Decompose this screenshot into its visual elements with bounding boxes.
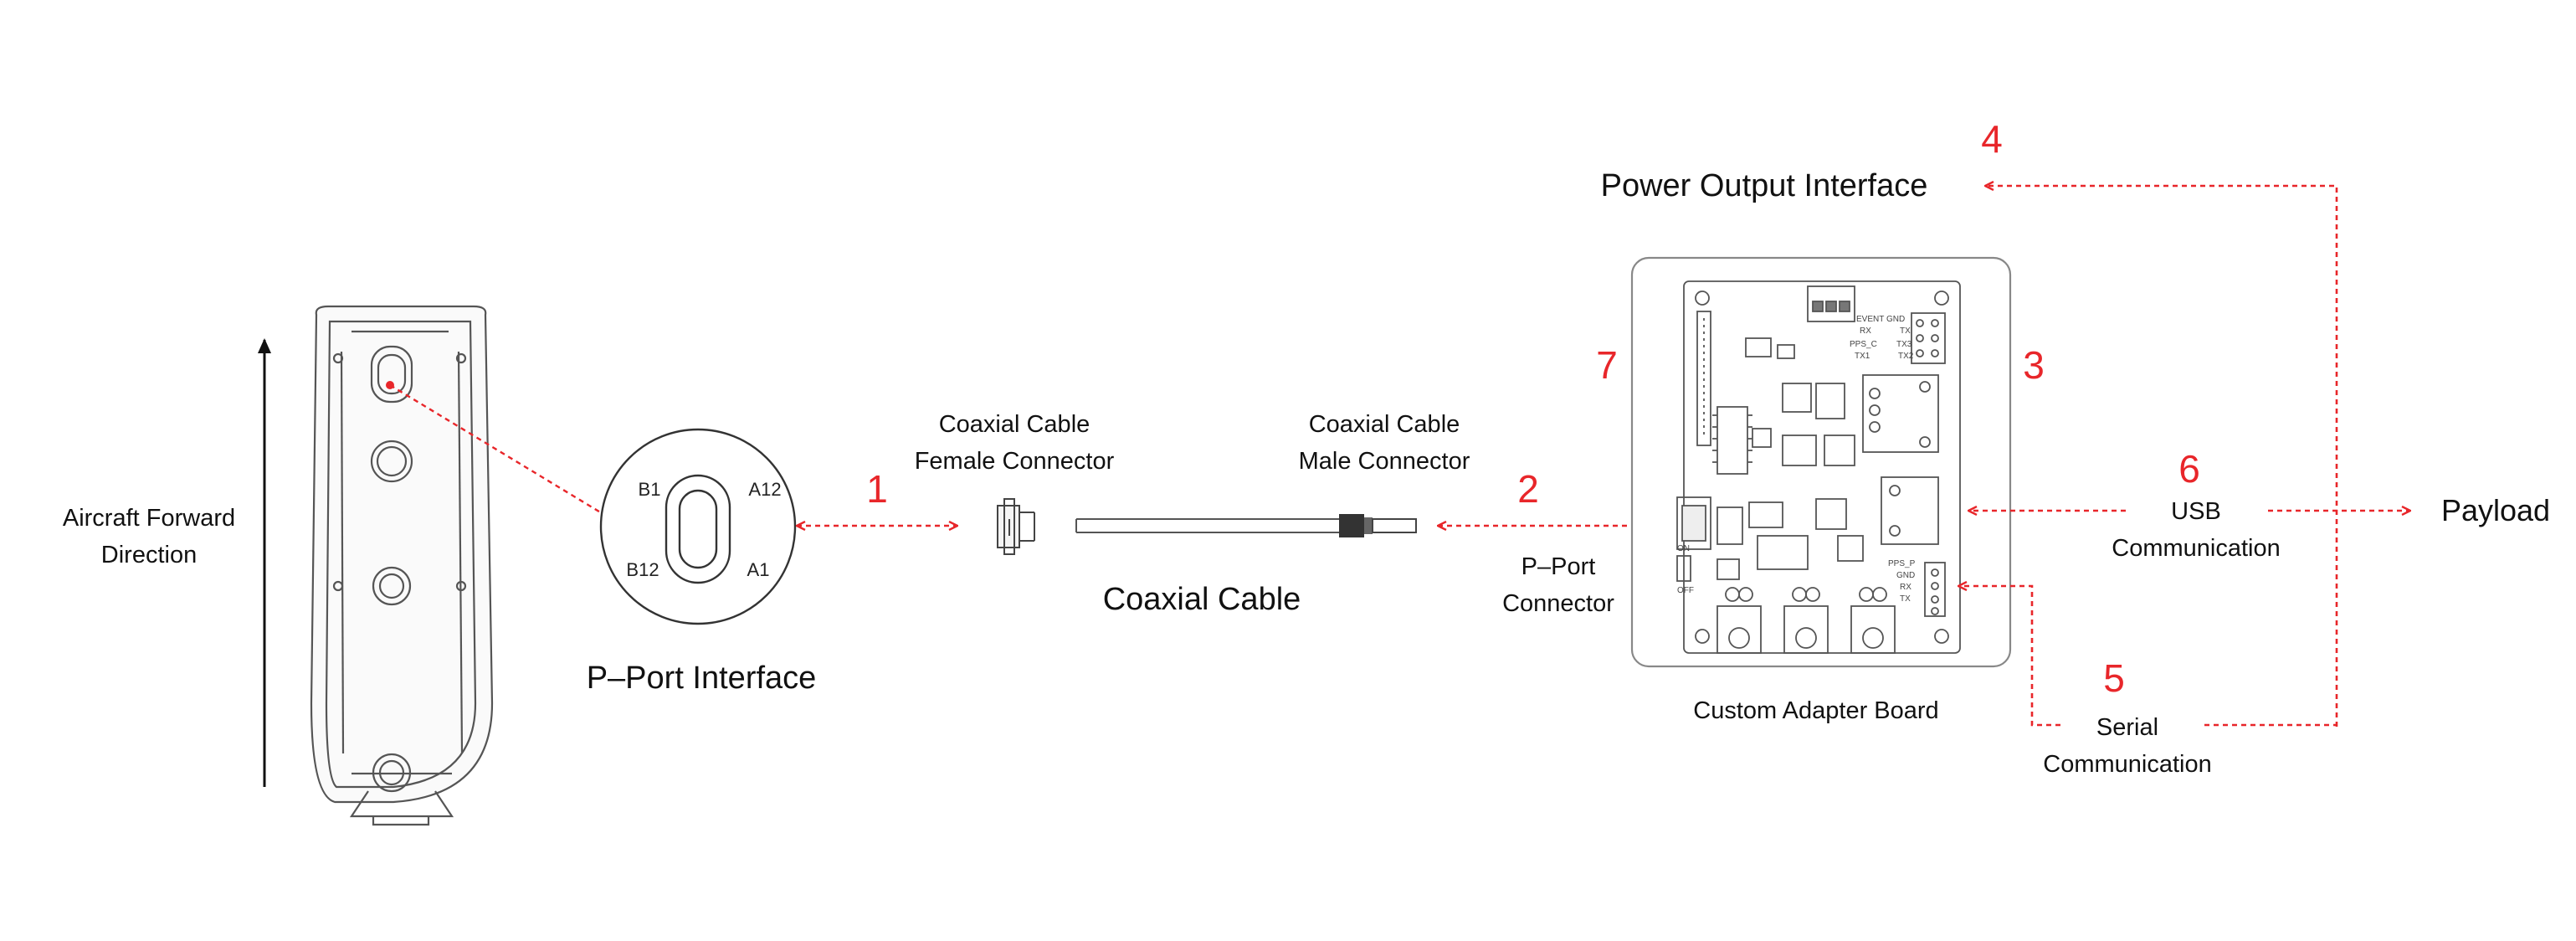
marker-3: 3 [2023, 343, 2045, 387]
pin-label-a12: A12 [748, 479, 781, 500]
silk-tx1: TX1 [1855, 352, 1870, 361]
silk-pps-p: PPS_P [1888, 559, 1916, 568]
aircraft-forward-label-line1: Aircraft Forward [63, 505, 235, 532]
marker-7: 7 [1596, 343, 1618, 387]
male-connector-label-line1: Coaxial Cable [1309, 411, 1460, 438]
board-silkscreen: EVENT GND RX TX PPS_C TX1 TX2 TX3 PPS_P … [1677, 315, 1916, 604]
marker-1: 1 [866, 467, 888, 511]
marker-2: 2 [1517, 467, 1539, 511]
power-output-path [1985, 186, 2338, 727]
pin-label-a1: A1 [747, 559, 770, 580]
silk-tx3: TX3 [1896, 340, 1912, 349]
marker-6: 6 [2178, 447, 2200, 491]
p-port-connector-label-line2: Connector [1502, 590, 1614, 617]
silk-gnd-top: GND [1886, 315, 1905, 324]
female-connector-label-line1: Coaxial Cable [939, 411, 1090, 438]
silk-tx2: TX2 [1898, 352, 1914, 361]
adapter-board-frame [1630, 256, 2012, 668]
silk-event: EVENT [1856, 315, 1884, 324]
female-connector-drawing [997, 498, 1035, 555]
silk-tx-bottom: TX [1900, 594, 1911, 604]
silk-gnd-bottom: GND [1896, 571, 1915, 580]
aircraft-forward-label-line2: Direction [101, 542, 197, 568]
adapter-board-pcb [1676, 280, 1961, 654]
silk-off: OFF [1677, 586, 1694, 595]
silk-on: ON [1677, 544, 1690, 553]
serial-label-line1: Serial [2096, 714, 2158, 741]
male-connector-label-line2: Male Connector [1299, 448, 1470, 475]
male-connector-drawing [1339, 514, 1417, 537]
usb-label-line2: Communication [2112, 535, 2280, 562]
female-connector-label-line2: Female Connector [915, 448, 1115, 475]
serial-to-board-arrow [1958, 586, 2060, 727]
coaxial-cable-drawing [1075, 518, 1339, 533]
custom-adapter-board-label: Custom Adapter Board [1693, 697, 1938, 724]
marker-5: 5 [2103, 656, 2125, 700]
pin-label-b12: B12 [626, 559, 659, 580]
silk-tx-top: TX [1900, 327, 1911, 336]
payload-label: Payload [2441, 493, 2550, 527]
silk-rx-top: RX [1860, 327, 1871, 336]
serial-label-line2: Communication [2043, 751, 2211, 778]
pin-label-b1: B1 [639, 479, 661, 500]
marker-4: 4 [1981, 117, 2003, 161]
p-port-interface-label: P–Port Interface [587, 661, 817, 696]
port-callout-line [386, 381, 615, 522]
silk-rx-bottom: RX [1900, 583, 1911, 592]
p-port-closeup [599, 428, 797, 625]
p-port-connector-label-line1: P–Port [1521, 553, 1596, 580]
power-output-interface-label: Power Output Interface [1601, 168, 1928, 203]
silk-pps-c: PPS_C [1850, 340, 1877, 349]
usb-label-line1: USB [2171, 498, 2221, 525]
aircraft-device-drawing [310, 305, 494, 826]
coaxial-cable-label: Coaxial Cable [1103, 582, 1301, 617]
